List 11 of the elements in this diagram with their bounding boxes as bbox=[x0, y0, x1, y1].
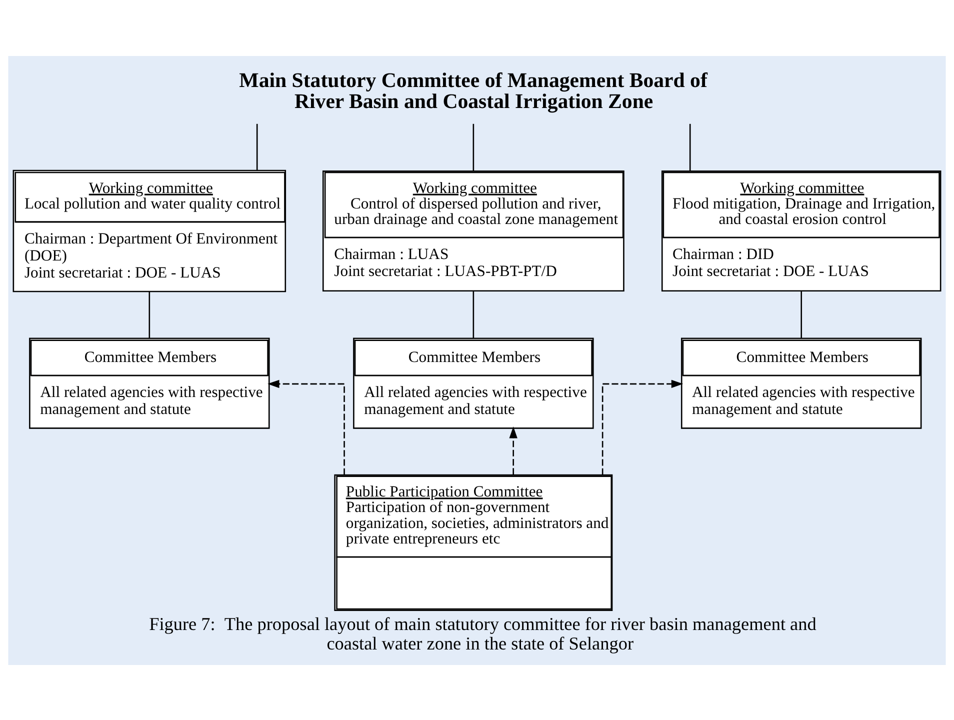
connector bbox=[800, 290, 802, 338]
arrow bbox=[268, 379, 345, 474]
caption: Figure 7: The proposal layout of main statutory committee for river basin management and coastal water zone in the state of Selangor bbox=[149, 614, 816, 654]
arrow bbox=[602, 379, 684, 474]
connector bbox=[472, 290, 474, 338]
connector bbox=[689, 123, 691, 170]
connector bbox=[472, 123, 474, 170]
node-text: Main Statutory Committee of Management Board of River Basin and Coastal Irrigation Zone bbox=[239, 67, 708, 112]
arrow bbox=[509, 426, 518, 474]
connector bbox=[256, 123, 258, 170]
connector bbox=[148, 291, 150, 338]
